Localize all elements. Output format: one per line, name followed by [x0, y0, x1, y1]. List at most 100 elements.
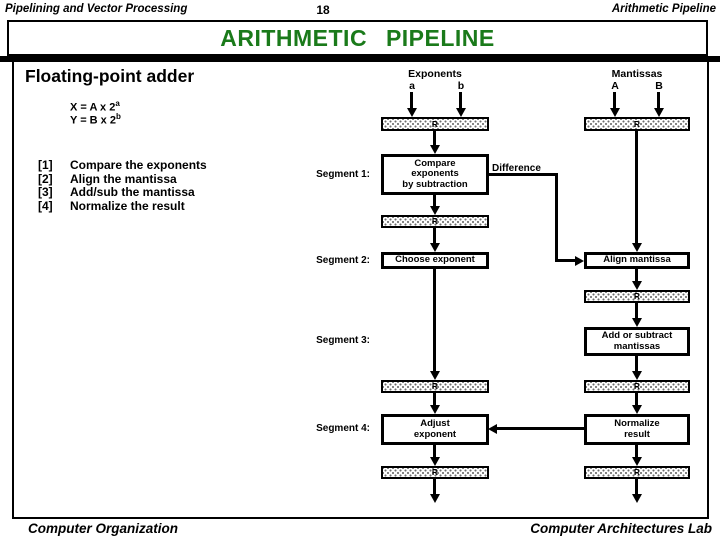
- flow-line: [433, 195, 436, 207]
- flow-line: [497, 427, 584, 430]
- align-mantissa-box: Align mantissa: [584, 252, 690, 269]
- arrow-head-left: [488, 424, 497, 434]
- title-box: ARITHMETIC PIPELINE: [7, 20, 708, 56]
- section-heading: Floating-point adder: [25, 66, 195, 86]
- adjust-exponent-label: Adjust exponent: [413, 418, 457, 440]
- arrow-head-down: [430, 494, 440, 503]
- pipeline-register: R: [584, 380, 690, 393]
- segment-4-label: Segment 4:: [316, 423, 370, 434]
- arrow-head-right: [575, 256, 584, 266]
- step-number: [3]: [38, 185, 53, 199]
- flow-line: [635, 303, 638, 319]
- title-underline-bar: [0, 56, 720, 62]
- arrow-head-down: [430, 243, 440, 252]
- arrow-head-down: [407, 108, 417, 117]
- arrow-head-down: [632, 494, 642, 503]
- arrow-head-down: [632, 405, 642, 414]
- step-item: [1] Compare the exponents: [38, 158, 207, 172]
- compare-exponents-label: Compare exponents by subtraction: [402, 157, 468, 190]
- step-text: Compare the exponents: [70, 158, 207, 172]
- step-text: Align the mantissa: [70, 172, 177, 186]
- equation-x: X = A x 2a: [70, 99, 120, 114]
- arrow-head-down: [430, 206, 440, 215]
- difference-label: Difference: [492, 163, 541, 174]
- pipeline-register: R: [381, 466, 489, 479]
- pipeline-register: R: [381, 215, 489, 228]
- flow-line: [433, 269, 436, 372]
- choose-exponent-box: Choose exponent: [381, 252, 489, 269]
- header-right: Arithmetic Pipeline: [611, 3, 716, 15]
- flow-line: [433, 228, 436, 244]
- input-B-label: B: [655, 80, 663, 92]
- arrow-head-down: [632, 281, 642, 290]
- step-text: Normalize the result: [70, 199, 185, 213]
- register-label: R: [633, 118, 641, 129]
- equation-x-exponent: a: [115, 99, 120, 108]
- flow-line: [635, 393, 638, 406]
- step-item: [2] Align the mantissa: [38, 172, 177, 186]
- arrow-head-down: [610, 108, 620, 117]
- segment-2-label: Segment 2:: [316, 255, 370, 266]
- footer-left: Computer Organization: [28, 521, 179, 536]
- pipeline-register: R: [381, 380, 489, 393]
- register-label: R: [431, 381, 439, 392]
- pipeline-register: R: [584, 117, 690, 131]
- arrow-head-down: [430, 457, 440, 466]
- flow-line: [657, 92, 660, 109]
- header-left: Pipelining and Vector Processing: [5, 3, 188, 15]
- segment-3-label: Segment 3:: [316, 335, 370, 346]
- step-number: [1]: [38, 158, 53, 172]
- exponents-label: Exponents: [408, 68, 462, 80]
- register-label: R: [633, 291, 641, 302]
- flow-line: [613, 92, 616, 109]
- footer-right: Computer Architectures Lab: [530, 521, 712, 536]
- pipeline-register: R: [584, 466, 690, 479]
- equation-y-base: Y = B x 2: [70, 114, 116, 127]
- segment-1-label: Segment 1:: [316, 169, 370, 180]
- add-subtract-mantissas-label: Add or subtract mantissas: [601, 330, 673, 352]
- arrow-head-down: [430, 405, 440, 414]
- flow-line: [635, 356, 638, 372]
- pipeline-register: R: [381, 117, 489, 131]
- step-text: Add/sub the mantissa: [70, 185, 195, 199]
- arrow-head-down: [430, 145, 440, 154]
- mantissas-label: Mantissas: [611, 68, 663, 80]
- choose-exponent-label: Choose exponent: [395, 254, 475, 266]
- flow-line: [433, 445, 436, 458]
- arrow-head-down: [430, 371, 440, 380]
- flow-line: [459, 92, 462, 109]
- arrow-head-down: [456, 108, 466, 117]
- arrow-head-down: [632, 371, 642, 380]
- step-number: [2]: [38, 172, 53, 186]
- flow-line: [635, 479, 638, 495]
- equation-x-base: X = A x 2: [70, 101, 116, 114]
- flow-line: [433, 131, 436, 146]
- register-label: R: [431, 467, 439, 478]
- input-b-label: b: [457, 80, 465, 92]
- arrow-head-down: [632, 243, 642, 252]
- register-label: R: [633, 381, 641, 392]
- flow-line: [635, 269, 638, 282]
- flow-line: [410, 92, 413, 109]
- equation-y-exponent: b: [115, 112, 121, 121]
- equation-y: Y = B x 2b: [70, 112, 121, 127]
- arrow-head-down: [654, 108, 664, 117]
- content-frame: [12, 62, 709, 519]
- compare-exponents-box: Compare exponents by subtraction: [381, 154, 489, 195]
- step-item: [4] Normalize the result: [38, 199, 185, 213]
- add-subtract-mantissas-box: Add or subtract mantissas: [584, 327, 690, 356]
- flow-line: [635, 445, 638, 458]
- register-label: R: [431, 216, 439, 227]
- arrow-head-down: [632, 318, 642, 327]
- header-page-number: 18: [316, 3, 330, 17]
- normalize-result-label: Normalize result: [614, 418, 660, 440]
- register-label: R: [431, 118, 439, 129]
- flow-line: [635, 131, 638, 244]
- register-label: R: [633, 467, 641, 478]
- step-item: [3] Add/sub the mantissa: [38, 185, 195, 199]
- step-number: [4]: [38, 199, 53, 213]
- flow-line: [487, 173, 558, 176]
- adjust-exponent-box: Adjust exponent: [381, 414, 489, 445]
- flow-line: [555, 173, 558, 262]
